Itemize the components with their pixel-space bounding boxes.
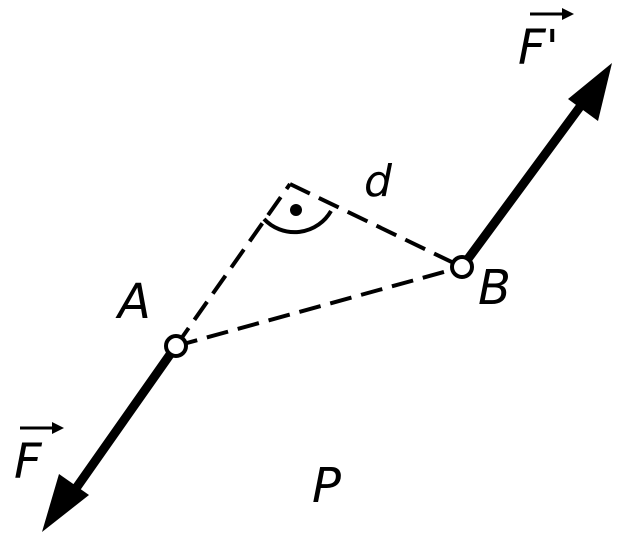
label-plane-p: P [312, 458, 341, 514]
force-f-shaft [67, 341, 181, 499]
label-force-f-prime: F' [518, 20, 559, 76]
dashed-line-a-b [175, 265, 463, 348]
label-point-b: B [478, 260, 511, 316]
right-angle-dot [290, 204, 302, 216]
force-f-prime-arrowhead [568, 63, 612, 121]
label-distance-d: d [364, 156, 393, 207]
force-f-arrowhead [42, 474, 89, 532]
force-f-prime-shaft [457, 95, 590, 272]
point-b-marker [450, 255, 474, 279]
vector-arrow-icon [20, 422, 64, 434]
dashed-line-a-foot [174, 182, 292, 348]
label-force-f: F [14, 434, 43, 490]
label-point-a: A [115, 274, 151, 330]
point-a-marker [164, 334, 188, 358]
right-angle-arc [262, 209, 333, 235]
vector-arrow-icon [530, 8, 574, 20]
